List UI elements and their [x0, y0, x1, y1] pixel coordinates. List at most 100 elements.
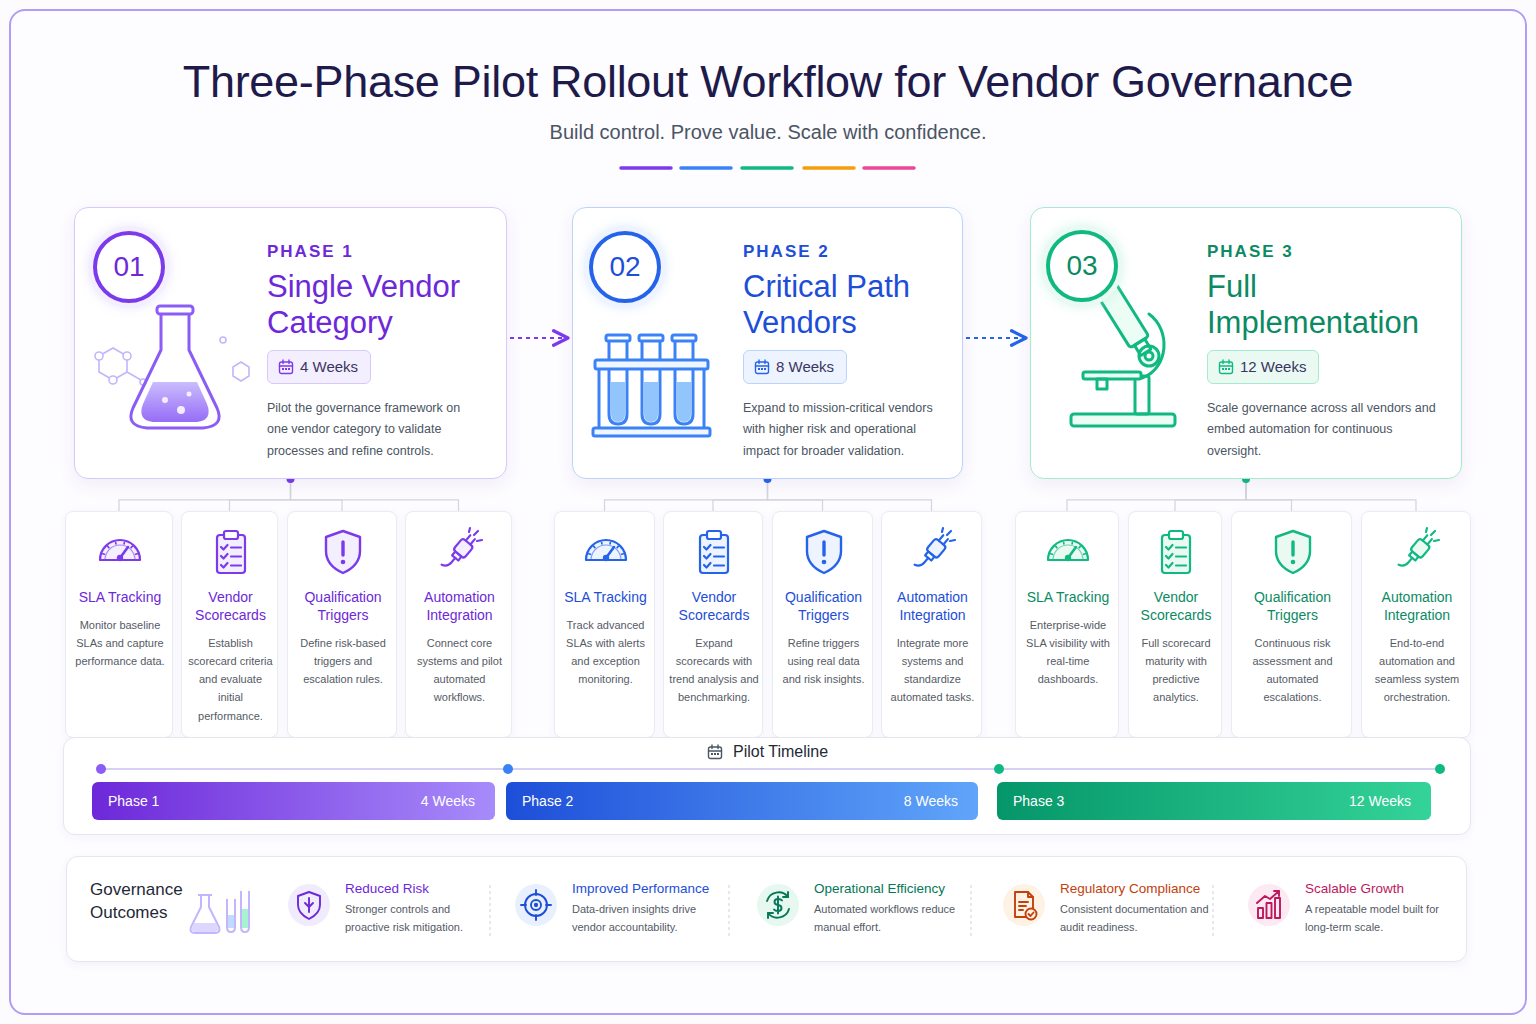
timeline-bar: Phase 3 12 Weeks — [997, 782, 1431, 820]
calendar-icon — [707, 744, 723, 764]
capability-description: Track advanced SLAs with alerts and exce… — [560, 616, 651, 689]
outcome-icon-svg — [756, 883, 800, 927]
capability-title: Qualification Triggers — [292, 588, 394, 624]
capability-description: Refine triggers using real data and risk… — [778, 634, 869, 688]
phase-number-circle: 03 — [1046, 230, 1118, 302]
phase-illustration-svg — [85, 300, 265, 440]
outcome-description: Consistent documentation and audit readi… — [1060, 901, 1211, 936]
capability-title: SLA Tracking — [1020, 588, 1116, 606]
phase-card: PHASE 2Critical Path VendorsExpand to mi… — [572, 207, 963, 479]
connector — [1175, 479, 1246, 511]
outcome-icon-svg — [1002, 883, 1046, 927]
phase-number-circle: 02 — [589, 231, 661, 303]
capability-title: Vendor Scorecards — [1133, 588, 1219, 624]
connector — [768, 479, 932, 511]
duration-text: 4 Weeks — [300, 351, 358, 383]
phase-number: 03 — [1050, 234, 1114, 298]
phase-label: PHASE 2 — [743, 242, 830, 262]
page-title: Three-Phase Pilot Rollout Workflow for V… — [0, 56, 1536, 108]
outcome-icon — [756, 883, 800, 931]
outcome-title: Operational Efficiency — [814, 881, 966, 898]
lab-illustration-svg — [187, 887, 253, 937]
duration-text: 8 Weeks — [776, 351, 834, 383]
lab-illustration — [187, 887, 253, 941]
phase-description: Pilot the governance framework on one ve… — [267, 398, 482, 462]
outcomes-heading: Governance Outcomes — [90, 879, 194, 925]
capability-description: Define risk-based triggers and escalatio… — [293, 634, 393, 688]
phase-duration: 8 Weeks — [904, 782, 958, 820]
capability-card: Automation IntegrationIntegrate more sys… — [881, 511, 982, 738]
outcome-item: Reduced RiskStronger controls and proact… — [287, 877, 481, 950]
outcomes-panel: Governance Outcomes Reduced RiskStronger … — [66, 856, 1467, 962]
outcome-item: Scalable Growth A repeatable model built … — [1247, 877, 1451, 950]
outcome-description: A repeatable model built for long-term s… — [1305, 901, 1451, 936]
capability-icon — [688, 526, 740, 582]
capability-title: Automation Integration — [1366, 588, 1468, 624]
capability-icon — [798, 526, 850, 582]
capability-card: Vendor ScorecardsExpand scorecards with … — [663, 511, 763, 738]
outcome-title: Scalable Growth — [1305, 881, 1451, 898]
capability-title: Vendor Scorecards — [668, 588, 760, 624]
capability-icon — [434, 526, 486, 582]
calendar-icon — [278, 359, 294, 379]
capability-icon — [907, 526, 959, 582]
phase-name: Phase 1 — [108, 782, 159, 820]
connector — [1246, 479, 1292, 511]
outcome-icon — [287, 883, 331, 931]
connector — [768, 479, 823, 511]
capability-card: Qualification TriggersContinuous risk as… — [1231, 511, 1352, 738]
capability-description: Connect core systems and pilot automated… — [411, 634, 508, 707]
outcome-title: Improved Performance — [572, 881, 719, 898]
capability-description: Full scorecard maturity with predictive … — [1134, 634, 1218, 707]
outcome-icon — [1002, 883, 1046, 931]
outcome-title: Regulatory Compliance — [1060, 881, 1211, 898]
capability-description: Enterprise-wide SLA visibility with real… — [1021, 616, 1115, 689]
capability-card: SLA TrackingEnterprise-wide SLA visibili… — [1015, 511, 1119, 738]
capability-card: Qualification TriggersDefine risk-based … — [287, 511, 397, 738]
duration-badge: 12 Weeks — [1207, 350, 1319, 384]
capability-description: End-to-end automation and seamless syste… — [1367, 634, 1467, 707]
capability-card: Automation IntegrationConnect core syste… — [405, 511, 512, 738]
capability-icon-svg — [205, 526, 257, 578]
subtitle: Build control. Prove value. Scale with c… — [0, 121, 1536, 144]
connector — [230, 479, 291, 511]
capability-title: Automation Integration — [886, 588, 979, 624]
capability-title: Vendor Scorecards — [186, 588, 275, 624]
capability-icon-svg — [907, 526, 959, 578]
calendar-icon — [1218, 359, 1234, 379]
capability-icon — [580, 526, 632, 582]
outcome-item: Improved PerformanceData-driven insights… — [514, 877, 719, 950]
phase-title: Critical Path Vendors — [743, 269, 950, 340]
phase-title: Full Implementation — [1207, 269, 1449, 340]
phase-duration: 12 Weeks — [1349, 782, 1411, 820]
phase-name: Phase 2 — [522, 782, 573, 820]
capability-icon-svg — [1391, 526, 1443, 578]
connector — [1067, 479, 1246, 511]
phase-duration: 4 Weeks — [421, 782, 475, 820]
calendar-icon-svg — [1218, 359, 1234, 375]
outcome-icon-svg — [514, 883, 558, 927]
phase-illustration — [589, 330, 714, 444]
connector — [966, 337, 1026, 339]
capability-description: Expand scorecards with trend analysis an… — [669, 634, 759, 707]
calendar-icon-svg — [754, 359, 770, 375]
phase-card: PHASE 3Full ImplementationScale governan… — [1030, 207, 1462, 479]
capability-title: SLA Tracking — [70, 588, 170, 606]
outcome-item: Operational EfficiencyAutomated workflow… — [756, 877, 966, 950]
phase-title: Single Vendor Category — [267, 269, 494, 340]
capability-icon — [1391, 526, 1443, 582]
duration-badge: 4 Weeks — [267, 350, 371, 384]
capability-description: Integrate more systems and standardize a… — [887, 634, 978, 707]
capability-description: Continuous risk assessment and automated… — [1237, 634, 1348, 707]
outcome-icon — [1247, 883, 1291, 931]
capability-title: Qualification Triggers — [777, 588, 870, 624]
capability-icon — [317, 526, 369, 582]
phase-label: PHASE 3 — [1207, 242, 1294, 262]
capability-icon-svg — [317, 526, 369, 578]
phase-number-circle: 01 — [93, 231, 165, 303]
connector — [1246, 479, 1416, 511]
timeline-bar: Phase 2 8 Weeks — [506, 782, 978, 820]
capability-icon-svg — [434, 526, 486, 578]
phase-name: Phase 3 — [1013, 782, 1064, 820]
